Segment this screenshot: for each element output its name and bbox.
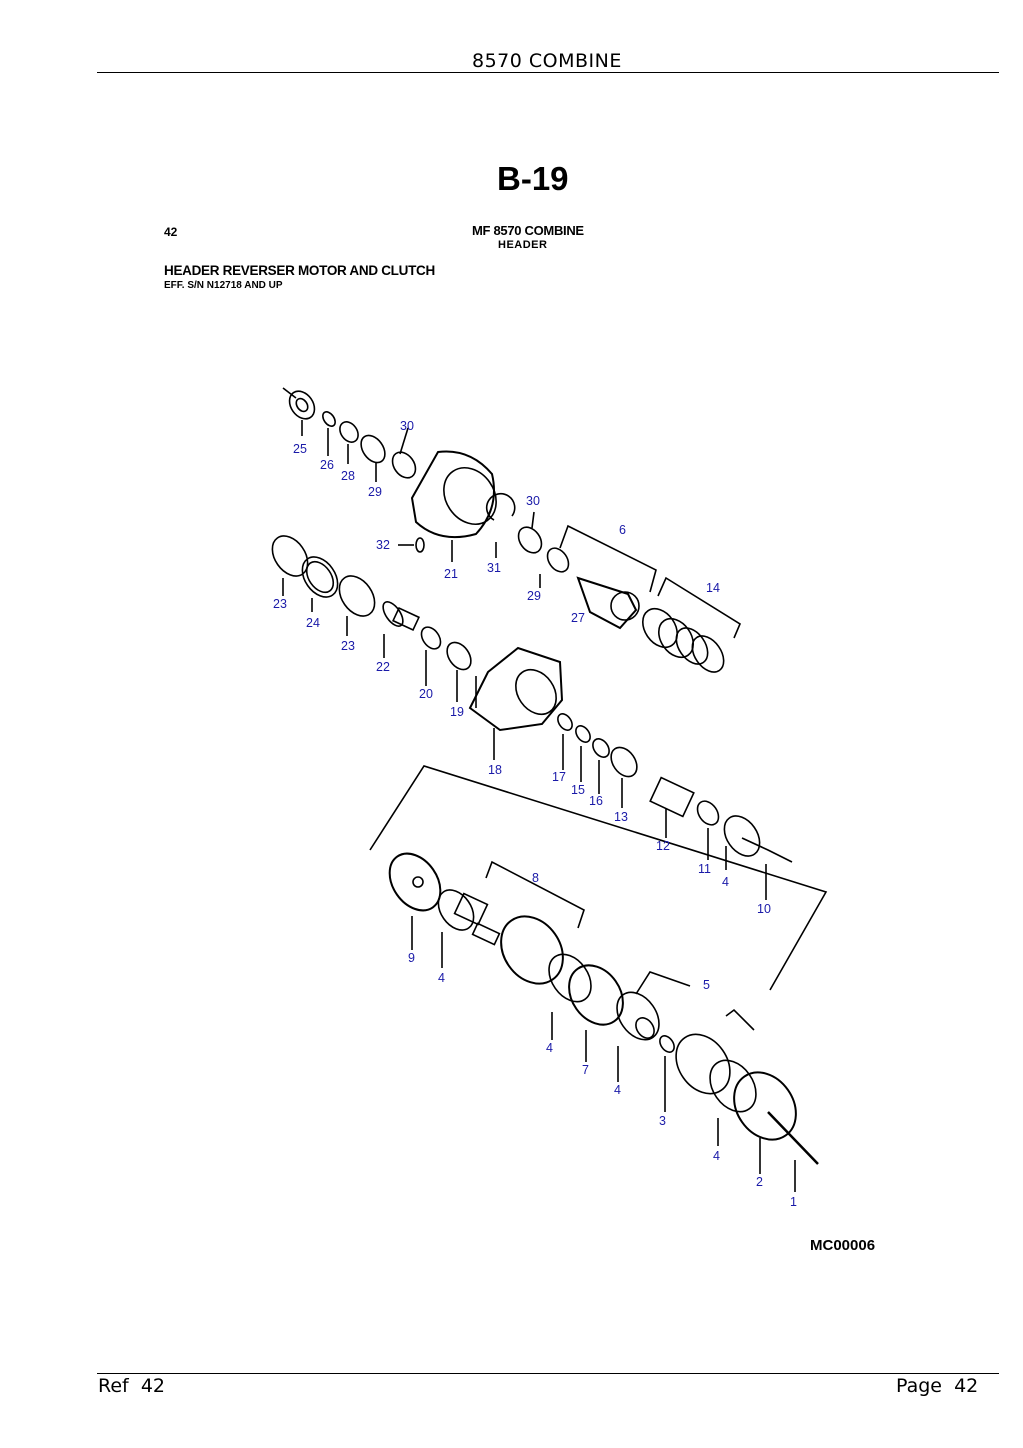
footer-ref-label: Ref: [98, 1375, 129, 1397]
header-title: 8570 COMBINE: [472, 50, 622, 72]
callout-11: 11: [698, 862, 711, 876]
callout-4-b: 4: [438, 971, 445, 985]
callout-4-c: 4: [546, 1041, 553, 1055]
callout-12: 12: [656, 839, 670, 853]
callout-16: 16: [589, 794, 603, 808]
footer-page: Page 42: [896, 1375, 978, 1397]
model-name: MF 8570 COMBINE: [472, 223, 584, 238]
footer-page-value: 42: [954, 1375, 979, 1397]
callout-19: 19: [450, 705, 464, 719]
callout-29-top: 29: [368, 485, 382, 499]
footer-rule: [97, 1373, 999, 1374]
callout-23-left: 23: [273, 597, 287, 611]
header-rule: [97, 72, 999, 73]
callout-10: 10: [757, 902, 771, 916]
callout-7: 7: [582, 1063, 589, 1077]
assembly-title: HEADER REVERSER MOTOR AND CLUTCH: [164, 263, 435, 278]
callout-6: 6: [619, 523, 626, 537]
callout-4-a: 4: [722, 875, 729, 889]
callout-25: 25: [293, 442, 307, 456]
footer-ref-value: 42: [140, 1375, 166, 1397]
callout-30-top: 30: [400, 419, 414, 433]
callout-32: 32: [376, 538, 390, 552]
callout-21: 21: [444, 567, 458, 581]
callout-13: 13: [614, 810, 628, 824]
callout-18: 18: [488, 763, 502, 777]
footer-ref: Ref 42: [98, 1375, 165, 1397]
section-name: HEADER: [498, 239, 548, 251]
callout-20: 20: [419, 687, 433, 701]
callout-9: 9: [408, 951, 415, 965]
callout-3: 3: [659, 1114, 666, 1128]
callout-4-d: 4: [614, 1083, 621, 1097]
effectivity-note: EFF. S/N N12718 AND UP: [164, 280, 283, 291]
drawing-code: MC00006: [810, 1237, 876, 1254]
callout-29-mid: 29: [527, 589, 541, 603]
callout-23-right: 23: [341, 639, 355, 653]
callout-8: 8: [532, 871, 539, 885]
figure-id: B-19: [497, 160, 569, 197]
callout-15: 15: [571, 783, 585, 797]
callout-30-right: 30: [526, 494, 540, 508]
callout-28: 28: [341, 469, 355, 483]
ref-number: 42: [164, 225, 178, 239]
callout-4-e: 4: [713, 1149, 720, 1163]
callout-2: 2: [756, 1175, 763, 1189]
callout-17: 17: [552, 770, 566, 784]
callout-14: 14: [706, 581, 720, 595]
callout-22: 22: [376, 660, 390, 674]
callout-31: 31: [487, 561, 501, 575]
callout-24: 24: [306, 616, 320, 630]
callout-27: 27: [571, 611, 585, 625]
callout-1: 1: [790, 1195, 797, 1209]
callout-26: 26: [320, 458, 334, 472]
callout-5: 5: [703, 978, 710, 992]
footer-page-label: Page: [896, 1375, 942, 1397]
